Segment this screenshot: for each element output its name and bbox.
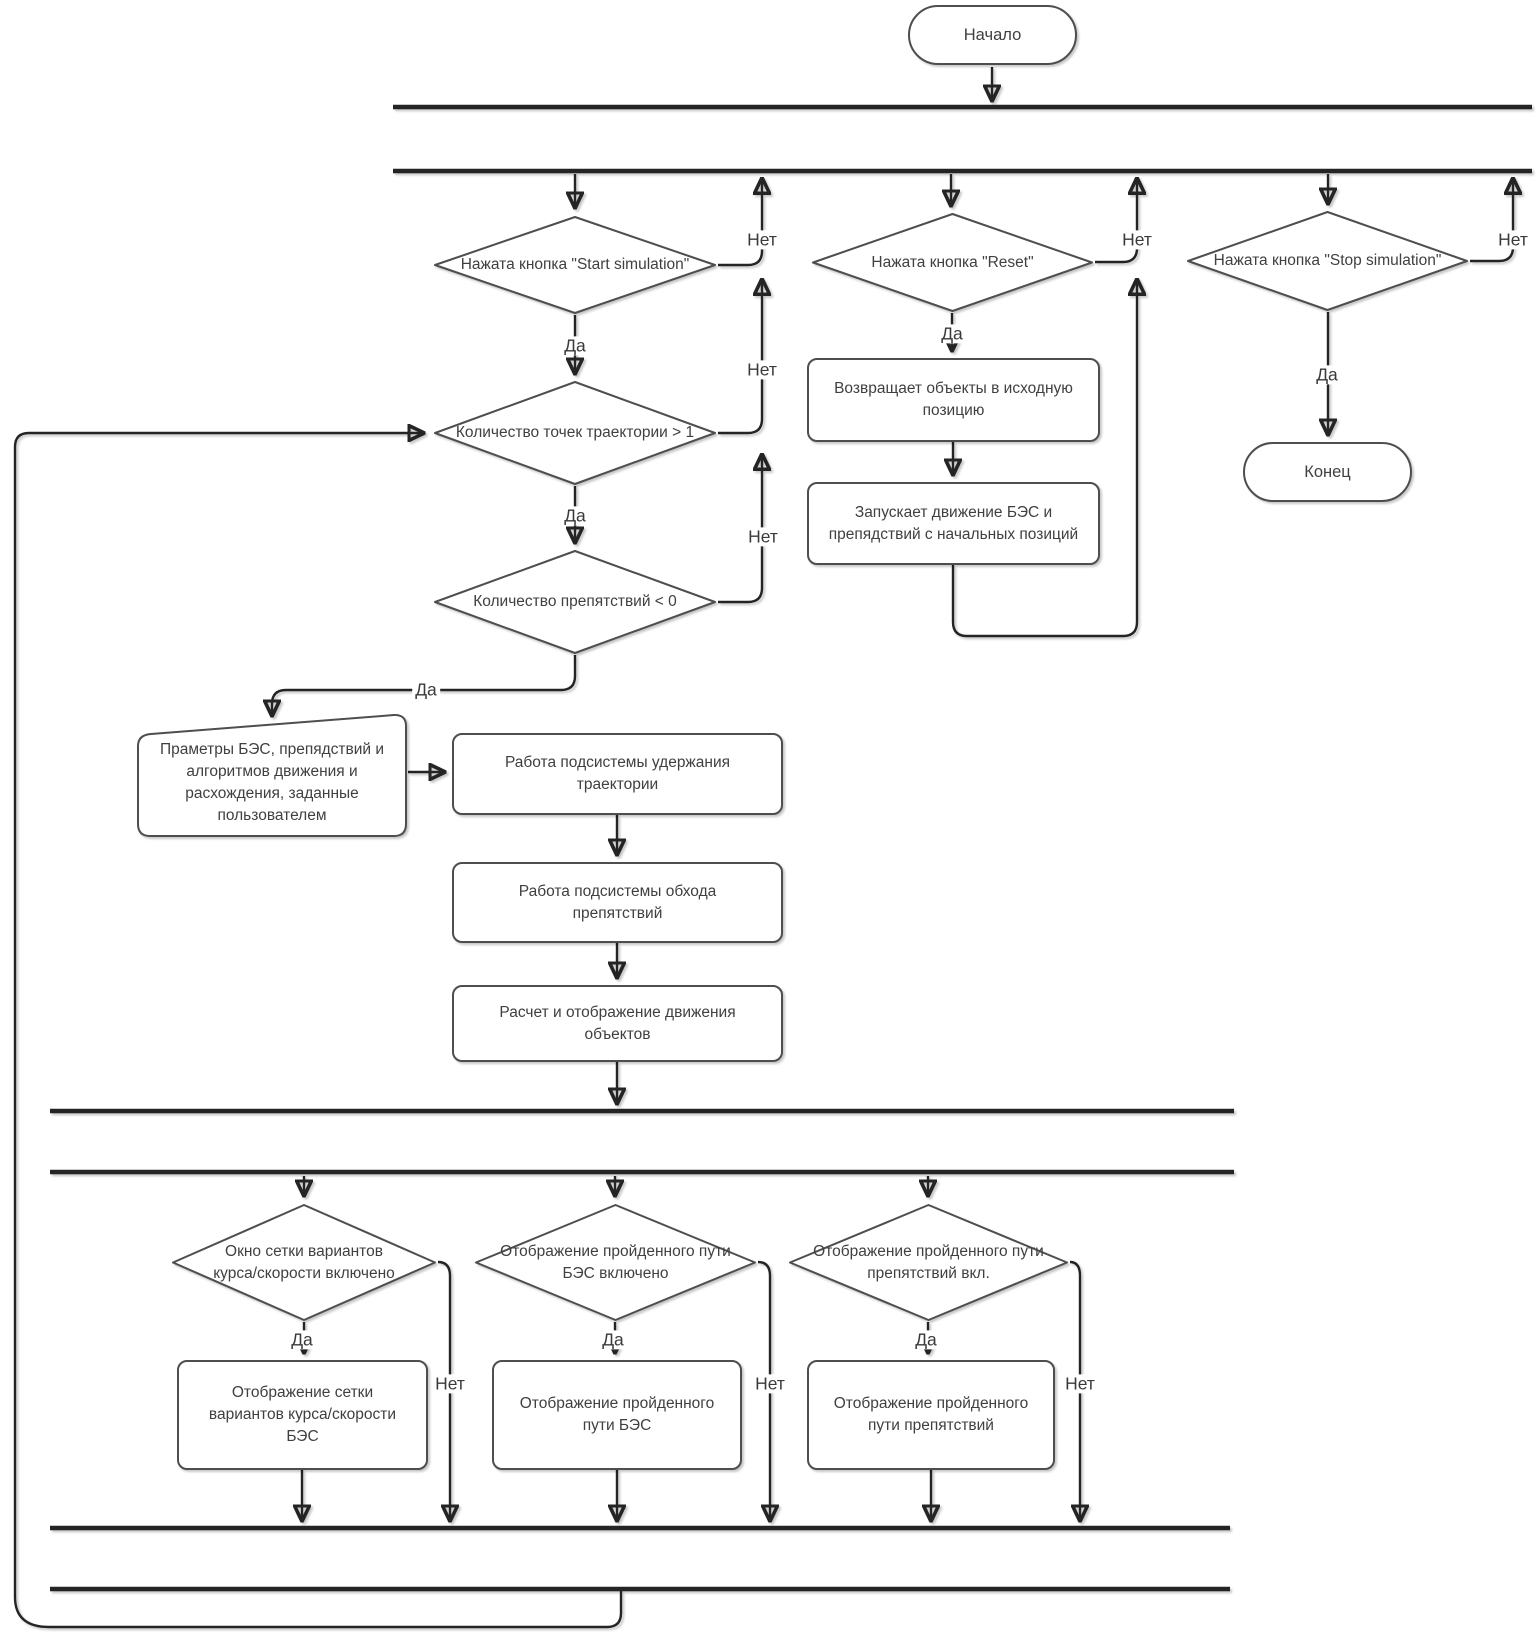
- process-obstacle-avoidance: Работа подсистемы обхода препятствий: [452, 862, 783, 943]
- edge-bespath-no: [757, 1260, 770, 1520]
- decision-bes-path-display-label: Отображение пройденного пути БЭС включен…: [500, 1242, 731, 1282]
- decision-reset: Нажата кнопка "Reset": [810, 212, 1095, 313]
- end-terminal: Конец: [1243, 442, 1412, 502]
- branch-label-yes-trajpoints: Да: [561, 506, 589, 526]
- decision-obstacles-count: Количество препятствий < 0: [432, 549, 718, 655]
- decision-reset-label: Нажата кнопка "Reset": [871, 253, 1034, 271]
- process-return-objects: Возвращает объекты в исходную позицию: [807, 358, 1100, 442]
- process-calc-display-label: Расчет и отображение движения объектов: [499, 1003, 736, 1043]
- process-start-movement-label: Запускает движение БЭС и препядствий с н…: [828, 503, 1079, 543]
- edge-startmove-loop: [951, 280, 1137, 638]
- process-show-bes-path: Отображение пройденного пути БЭС: [492, 1360, 742, 1470]
- branch-label-no-gridwindow: Нет: [432, 1374, 468, 1394]
- edge-feedback-loop: [13, 433, 623, 1629]
- process-start-movement: Запускает движение БЭС и препядствий с н…: [807, 482, 1100, 565]
- branch-label-no-reset: Нет: [1119, 230, 1155, 250]
- process-show-bes-path-label: Отображение пройденного пути БЭС: [519, 1395, 715, 1434]
- branch-label-yes-obstacles: Да: [412, 680, 440, 700]
- decision-obstacles-count-label: Количество препятствий < 0: [473, 593, 677, 610]
- process-return-objects-label: Возвращает объекты в исходную позицию: [834, 380, 1073, 419]
- edge-trajpoints-no: [718, 280, 762, 435]
- branch-label-yes-bespath: Да: [599, 1330, 627, 1350]
- process-trajectory-keeping-label: Работа подсистемы удержания траектории: [504, 754, 731, 793]
- decision-start-simulation-label: Нажата кнопка "Start simulation": [460, 256, 690, 273]
- process-show-grid-label: Отображение сетки вариантов курса/скорос…: [208, 1384, 397, 1445]
- edge-obstpath-no: [1069, 1260, 1080, 1520]
- decision-grid-window: Окно сетки вариантов курса/скорости вклю…: [170, 1203, 438, 1322]
- decision-stop-simulation: Нажата кнопка "Stop simulation": [1185, 210, 1470, 312]
- edge-startsim-no: [718, 179, 762, 267]
- branch-label-yes-obstpath: Да: [912, 1330, 940, 1350]
- decision-bes-path-display: Отображение пройденного пути БЭС включен…: [473, 1203, 758, 1322]
- start-terminal: Начало: [908, 5, 1077, 65]
- edge-obstacles-no: [718, 455, 762, 604]
- process-obstacle-avoidance-label: Работа подсистемы обхода препятствий: [518, 882, 717, 922]
- branch-label-yes-startsim: Да: [561, 336, 589, 356]
- branch-label-yes-gridwindow: Да: [288, 1330, 316, 1350]
- process-trajectory-keeping: Работа подсистемы удержания траектории: [452, 733, 783, 815]
- decision-stop-simulation-label: Нажата кнопка "Stop simulation": [1213, 252, 1442, 269]
- branch-label-yes-stopsim: Да: [1313, 365, 1341, 385]
- io-user-parameters: Праметры БЭС, препядствий и алгоритмов д…: [136, 713, 408, 838]
- branch-label-no-startsim: Нет: [744, 230, 780, 250]
- edge-gridwindow-no: [437, 1260, 450, 1520]
- branch-label-no-trajpoints: Нет: [744, 360, 780, 380]
- decision-grid-window-label: Окно сетки вариантов курса/скорости вклю…: [213, 1242, 395, 1282]
- process-show-obstacle-path: Отображение пройденного пути препятствий: [807, 1360, 1055, 1470]
- branch-label-yes-reset: Да: [938, 324, 966, 344]
- branch-label-no-obstacles: Нет: [745, 527, 781, 547]
- end-terminal-label: Конец: [1304, 462, 1351, 481]
- io-user-parameters-label: Праметры БЭС, препядствий и алгоритмов д…: [159, 740, 385, 824]
- branch-label-no-bespath: Нет: [752, 1374, 788, 1394]
- decision-obstacle-path-display: Отображение пройденного пути препятствий…: [787, 1203, 1070, 1322]
- decision-obstacle-path-display-label: Отображение пройденного пути препятствий…: [813, 1242, 1044, 1282]
- decision-trajectory-points-label: Количество точек траектории > 1: [455, 424, 695, 441]
- decision-start-simulation: Нажата кнопка "Start simulation": [432, 215, 718, 315]
- process-show-grid: Отображение сетки вариантов курса/скорос…: [177, 1360, 428, 1470]
- branch-label-no-obstpath: Нет: [1062, 1374, 1098, 1394]
- start-terminal-label: Начало: [963, 25, 1022, 44]
- branch-label-no-stopsim: Нет: [1495, 230, 1531, 250]
- decision-trajectory-points: Количество точек траектории > 1: [432, 380, 718, 486]
- process-show-obstacle-path-label: Отображение пройденного пути препятствий: [833, 1395, 1029, 1434]
- process-calc-display: Расчет и отображение движения объектов: [452, 985, 783, 1062]
